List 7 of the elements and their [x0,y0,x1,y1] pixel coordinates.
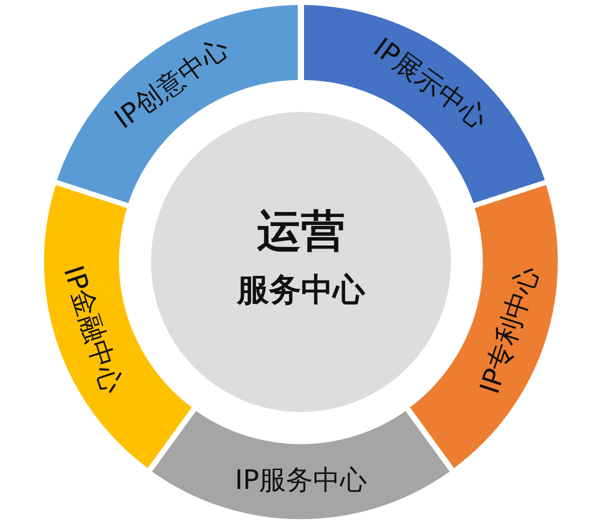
segment-label: IP创意中心 [110,34,234,136]
center-title: 运营 [257,208,345,256]
segment-label: IP展示中心 [368,34,492,136]
segment-label: IP专利中心 [475,262,544,398]
segment-label: IP服务中心 [234,466,368,496]
segment-label: IP金融中心 [58,262,127,398]
center-subtitle: 服务中心 [237,272,365,308]
